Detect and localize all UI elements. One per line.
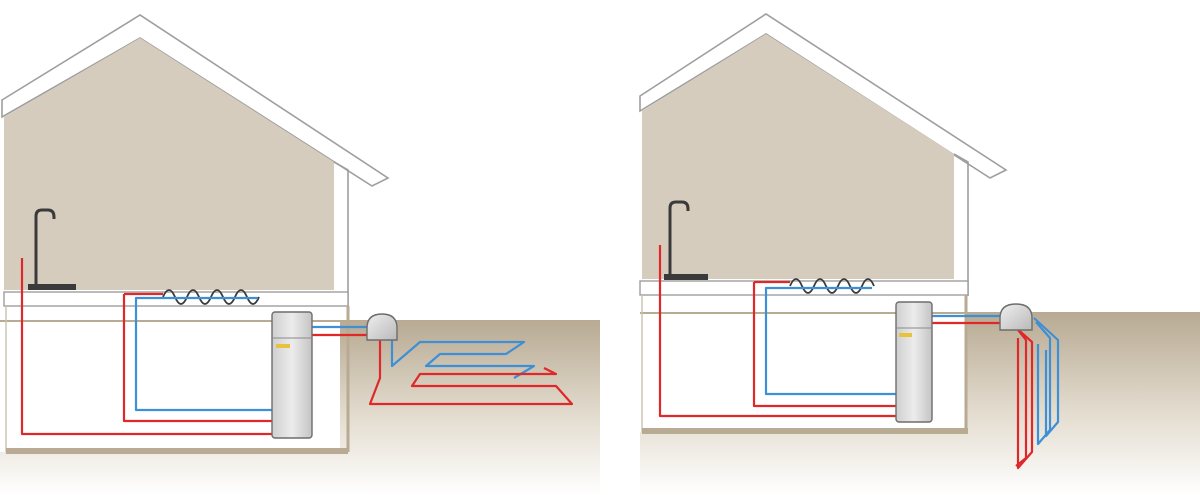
pipes-right: [658, 245, 1060, 470]
ground-manifold-icon: [366, 313, 398, 341]
heat-pump-icon: [895, 301, 933, 423]
diagram-horizontal-loop: [0, 14, 600, 495]
pipes-left: [20, 258, 574, 436]
sink-icon: [28, 208, 76, 290]
ground-manifold-icon: [999, 303, 1033, 331]
house-icon: [639, 13, 1008, 434]
sink-icon: [664, 200, 708, 280]
heat-pump-icon: [271, 311, 313, 439]
house-icon: [1, 14, 390, 454]
diagram-vertical-loop: [639, 13, 1200, 495]
